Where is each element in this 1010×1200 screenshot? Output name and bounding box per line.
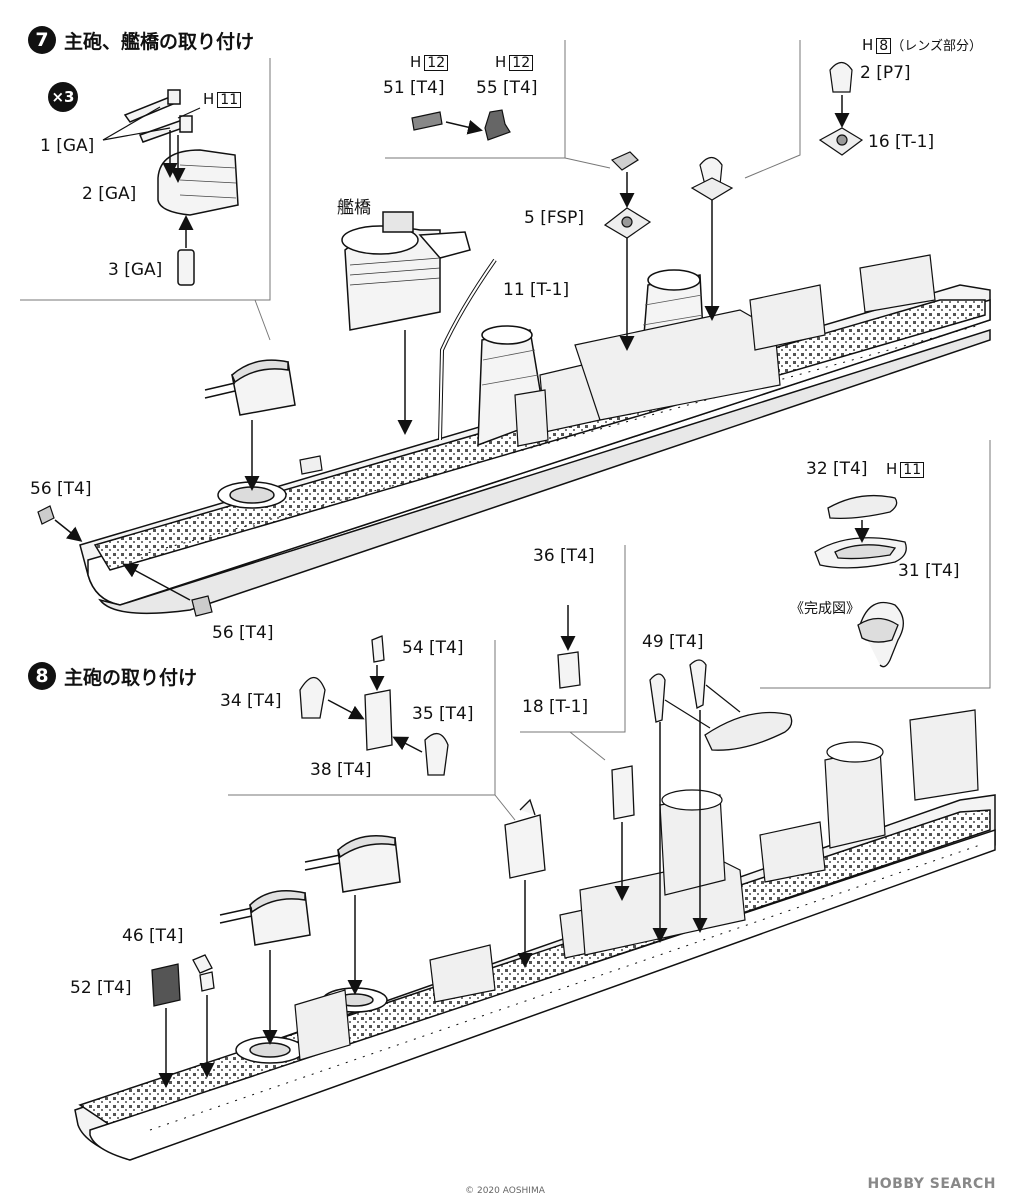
label-part-49: 49 [T4]: [642, 632, 704, 652]
step7-title: 7 主砲、艦橋の取り付け: [28, 26, 254, 54]
label-bridge: 艦橋: [337, 198, 371, 218]
label-part-34: 34 [T4]: [220, 691, 282, 711]
step7-number: 7: [28, 26, 56, 54]
label-part-46: 46 [T4]: [122, 926, 184, 946]
step8-heading: 主砲の取り付け: [64, 666, 198, 689]
label-part-56-b: 56 [T4]: [212, 623, 274, 643]
bridge-part: [341, 211, 471, 331]
watermark-logo: HOBBY SEARCH: [867, 1176, 996, 1192]
step7-heading: 主砲、艦橋の取り付け: [64, 30, 255, 53]
label-part-36: 36 [T4]: [533, 546, 595, 566]
label-part-38: 38 [T4]: [310, 760, 372, 780]
turret-parts-group: [123, 89, 239, 286]
label-part-32: 32 [T4]: [806, 459, 868, 479]
label-part-35: 35 [T4]: [412, 704, 474, 724]
label-part-1: 1 [GA]: [40, 136, 95, 156]
boat-parts: [814, 494, 907, 569]
label-part-16: 16 [T-1]: [868, 132, 935, 152]
label-part-2-p7: 2 [P7]: [860, 63, 911, 83]
label-part-52: 52 [T4]: [70, 978, 132, 998]
completed-view: [857, 601, 904, 668]
parts-51-55: [411, 109, 511, 141]
label-part-56-a: 56 [T4]: [30, 479, 92, 499]
label-part-31: 31 [T4]: [898, 561, 960, 581]
label-part-11: 11 [T-1]: [503, 280, 570, 300]
label-part-54: 54 [T4]: [402, 638, 464, 658]
step8-title: 8 主砲の取り付け: [28, 662, 197, 690]
label-part-5: 5 [FSP]: [524, 208, 585, 228]
label-part-3: 3 [GA]: [108, 260, 163, 280]
step8-turret-b: [304, 835, 401, 1013]
label-part-55: 55 [T4]: [476, 78, 538, 98]
label-part-51: 51 [T4]: [383, 78, 445, 98]
label-completed-view: 《完成図》: [790, 601, 860, 617]
copyright-text: © 2020 AOSHIMA: [465, 1186, 545, 1196]
label-part-18: 18 [T-1]: [522, 697, 589, 717]
multiplier-badge: ×3: [48, 82, 78, 112]
step8-number: 8: [28, 662, 56, 690]
label-part-2: 2 [GA]: [82, 184, 137, 204]
